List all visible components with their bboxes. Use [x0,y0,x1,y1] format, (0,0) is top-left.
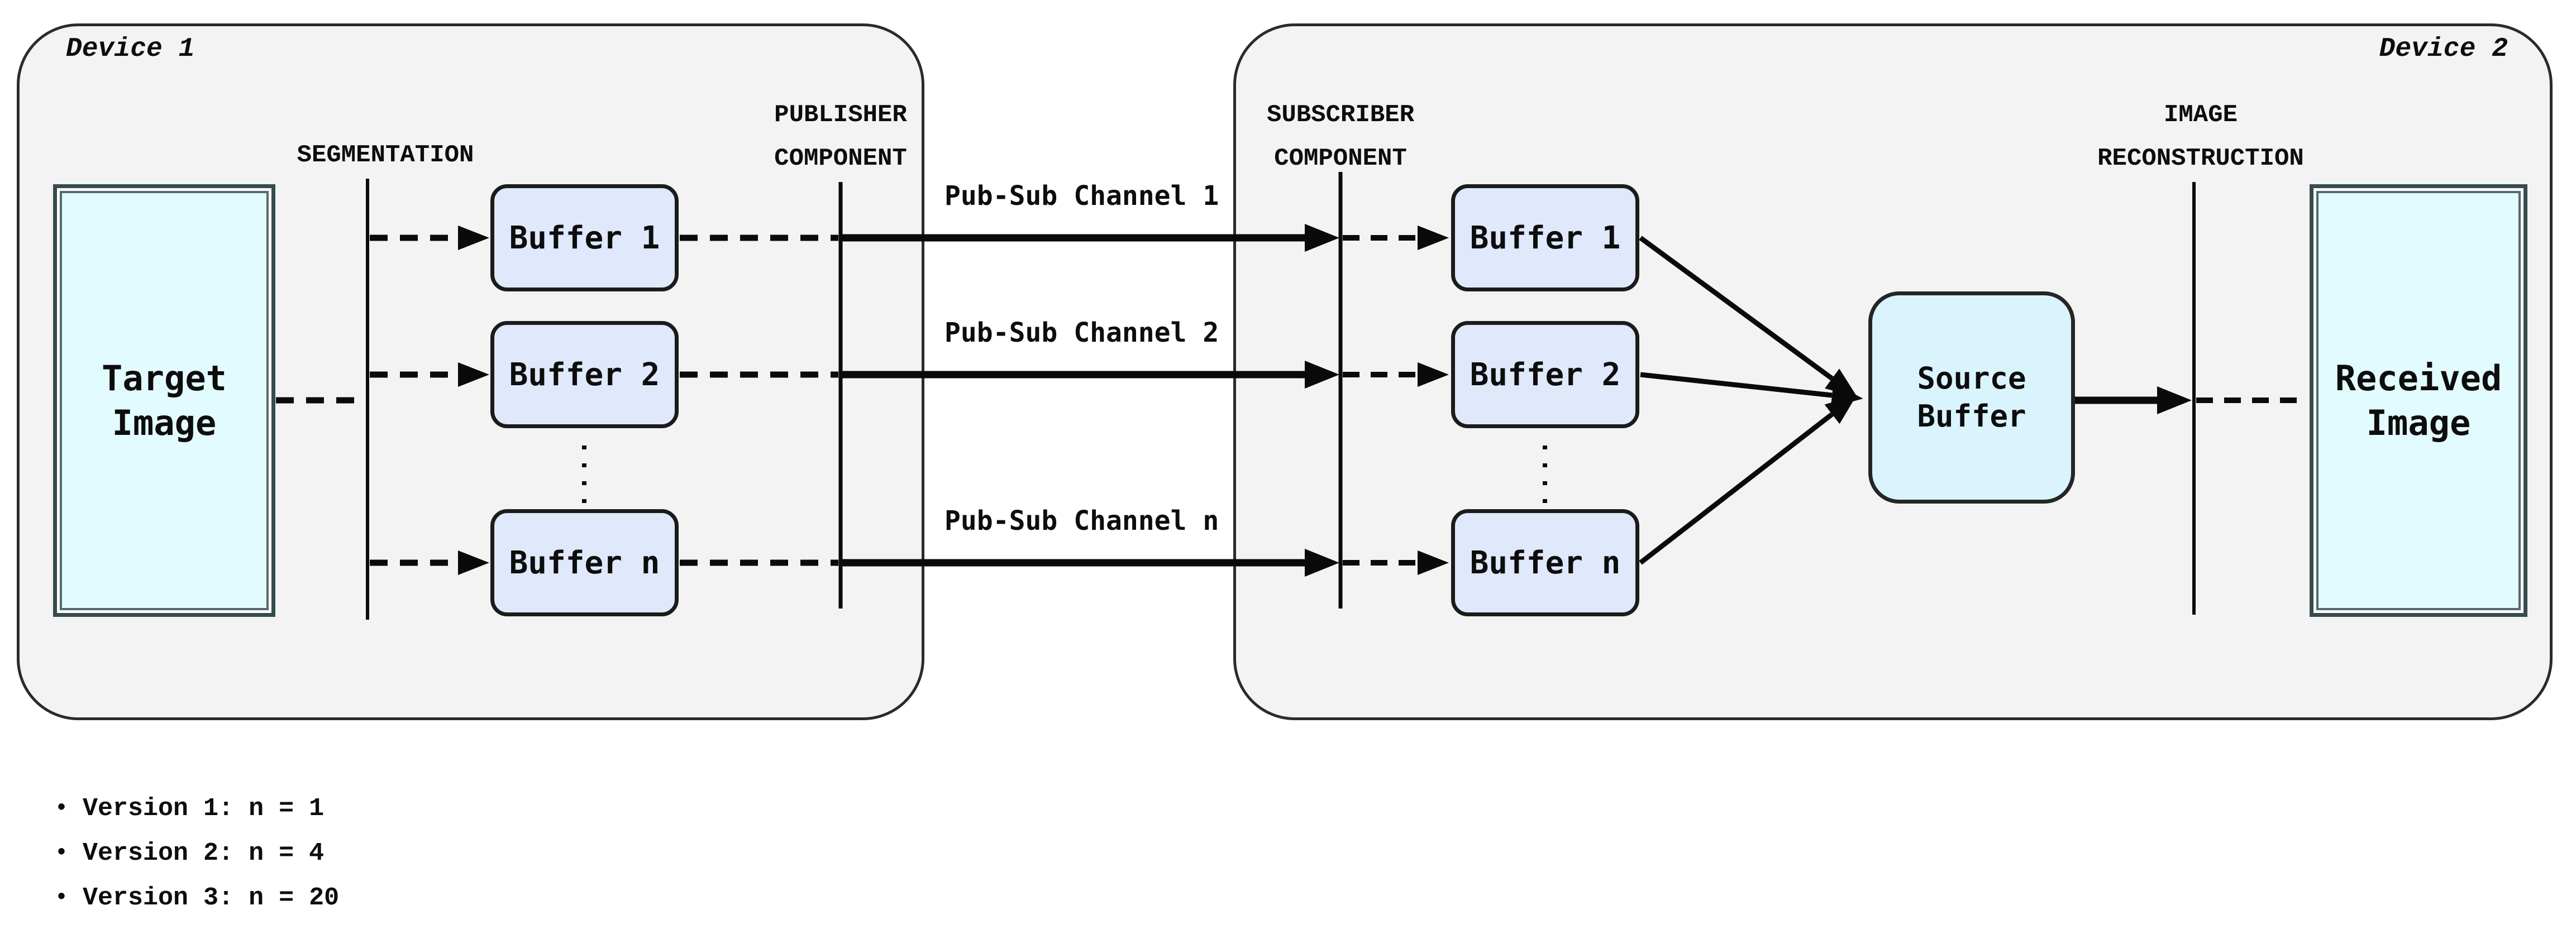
subscriber-component-label: SUBSCRIBER COMPONENT [1201,93,1480,180]
buffer2-to-source-arrow [1640,372,1863,408]
device1-buffer-2: Buffer 2 [490,321,679,428]
publisher-label-line1: PUBLISHER [774,101,907,129]
buffern-to-source-arrow [1639,395,1857,565]
device1-buffer-n: Buffer n [490,509,679,616]
device2-buffer-1: Buffer 1 [1451,184,1639,291]
subscriber-label-line2: COMPONENT [1274,145,1407,173]
channel2-label: Pub-Sub Channel 2 [944,317,1219,348]
device2-buffer-n: Buffer n [1451,509,1639,616]
separator-lines [366,172,2196,620]
device2-buffer-2: Buffer 2 [1451,321,1639,428]
image-reconstruction-label: IMAGE RECONSTRUCTION [2033,93,2368,180]
bullet-icon: • [55,885,69,911]
received-image-line2: Image [2366,402,2471,443]
bullet-icon: • [55,841,69,866]
dashed-connectors [276,226,2306,575]
list-item: • Version 1: n = 1 [55,793,339,825]
buffer1-to-source-arrow [1639,236,1858,397]
reconstruction-label-line2: RECONSTRUCTION [2097,145,2304,173]
received-image-line1: Received [2335,357,2502,399]
reconstruction-label-line1: IMAGE [2163,101,2238,129]
solid-connectors [841,224,2192,577]
note-text: Version 1: n = 1 [83,794,325,823]
list-item: • Version 2: n = 4 [55,837,339,870]
list-item: • Version 3: n = 20 [55,882,339,914]
bullet-icon: • [55,796,69,821]
source-buffer-line2: Buffer [1917,399,2026,434]
target-image-box: Target Image [53,184,275,617]
source-buffer-line1: Source [1917,361,2026,396]
source-buffer-box: Source Buffer [1868,291,2075,504]
channel1-label: Pub-Sub Channel 1 [944,180,1219,212]
publisher-component-label: PUBLISHER COMPONENT [701,93,980,180]
channeln-label: Pub-Sub Channel n [944,505,1219,537]
received-image-box: Received Image [2310,184,2527,617]
publisher-label-line2: COMPONENT [774,145,907,173]
version-notes-list: • Version 1: n = 1 • Version 2: n = 4 • … [55,793,339,914]
subscriber-label-line1: SUBSCRIBER [1266,101,1415,129]
target-image-line2: Image [112,402,217,443]
note-text: Version 2: n = 4 [83,839,325,868]
note-text: Version 3: n = 20 [83,884,340,912]
device2-title: Device 2 [2379,34,2508,64]
device1-buffer-1: Buffer 1 [490,184,679,291]
device1-title: Device 1 [66,34,195,64]
target-image-line1: Target [102,357,227,399]
segmentation-label: SEGMENTATION [297,141,474,169]
